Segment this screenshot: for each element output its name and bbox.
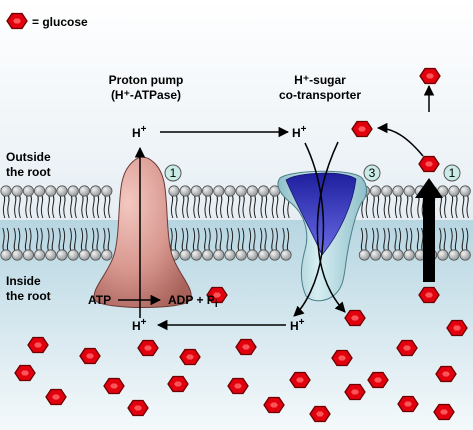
glucose-molecule: [235, 338, 257, 356]
cotransport-glucose-path: [316, 141, 346, 313]
glucose-molecule: [433, 403, 455, 421]
glucose-molecule: [289, 371, 311, 389]
glucose-molecule: [351, 120, 373, 138]
atp-label: ATP: [88, 293, 111, 307]
proton-pump-protein: [93, 156, 192, 308]
glucose-molecule: [179, 348, 201, 366]
glucose-molecule: [79, 347, 101, 365]
glucose-molecule: [45, 388, 67, 406]
glucose-molecule: [418, 286, 440, 304]
glucose-molecule: [344, 309, 366, 327]
proton-label-transporter-out: H+: [292, 124, 307, 140]
glucose-molecule: [27, 336, 49, 354]
step-marker-transporter: 3: [363, 164, 381, 182]
glucose-molecule: [344, 383, 366, 401]
adp-label: ADP + Pi: [168, 293, 218, 310]
step-marker-pump: 1: [164, 164, 182, 182]
glucose-molecule: [103, 377, 125, 395]
inside-root-label-line2: the root: [6, 289, 51, 303]
glucose-molecule: [446, 319, 468, 337]
proton-pump-subtitle: (H⁺-ATPase): [111, 88, 181, 102]
glucose-molecule: [14, 364, 36, 382]
transporter-subtitle: co-transporter: [279, 88, 361, 102]
glucose-molecule: [309, 405, 331, 423]
svg-text:1: 1: [449, 166, 456, 180]
legend-label: = glucose: [32, 15, 88, 29]
outside-root-label-line1: Outside: [6, 150, 51, 164]
glucose-release-arrow: [376, 122, 424, 157]
transporter-title: H⁺-sugar: [294, 73, 346, 87]
glucose-molecule: [397, 395, 419, 413]
cotransport-proton-path: [293, 142, 325, 317]
proton-pump-title: Proton pump: [109, 73, 184, 87]
outside-root-label-line2: the root: [6, 165, 51, 179]
inside-root-label-line1: Inside: [6, 274, 41, 288]
glucose-molecule: [419, 67, 441, 85]
glucose-export-arrow: [415, 178, 443, 282]
glucose-molecule: [396, 339, 418, 357]
proton-label-pump-out: H+: [132, 124, 147, 140]
svg-text:1: 1: [170, 166, 177, 180]
outside-root-region: [0, 0, 473, 220]
glucose-legend-icon: [6, 12, 28, 30]
glucose-molecule: [167, 375, 189, 393]
glucose-molecule: [137, 339, 159, 357]
proton-label-pump-in: H+: [132, 317, 147, 333]
svg-text:3: 3: [369, 166, 376, 180]
co-transporter-protein: [277, 170, 367, 302]
glucose-molecule: [263, 396, 285, 414]
glucose-molecule: [418, 155, 440, 173]
glucose-molecule: [435, 365, 457, 383]
proton-label-transporter-in: H+: [290, 317, 305, 333]
glucose-molecule: [227, 377, 249, 395]
glucose-molecule: [331, 349, 353, 367]
glucose-molecule: [127, 399, 149, 417]
step-marker-export: 1: [443, 164, 461, 182]
glucose-molecule: [367, 371, 389, 389]
